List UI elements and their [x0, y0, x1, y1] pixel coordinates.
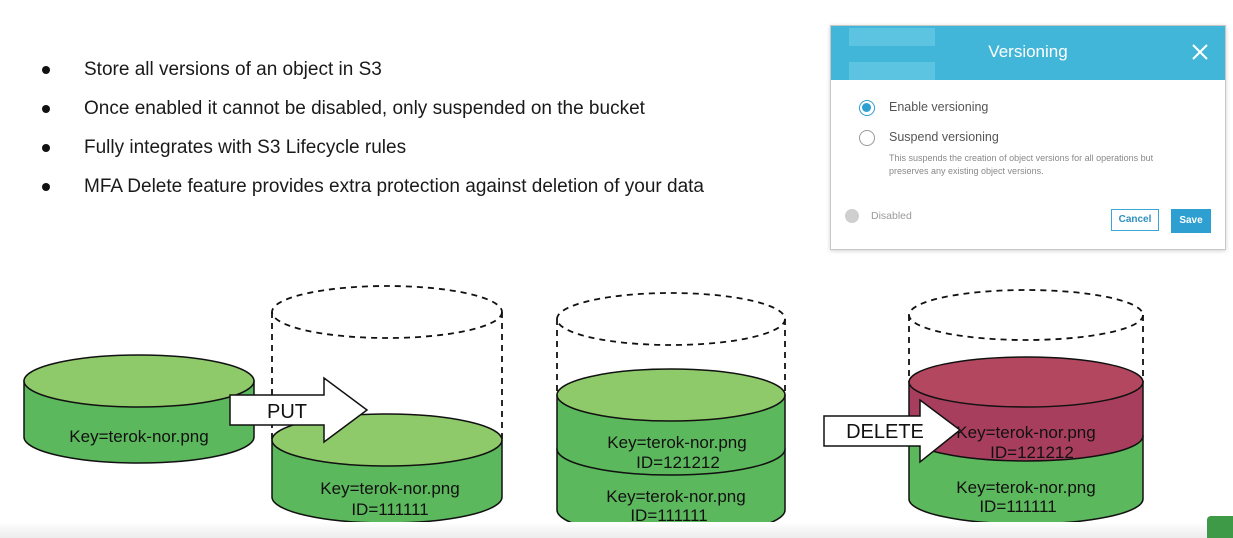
empty-bucket-outline: [556, 292, 786, 395]
object-key-label: Key=terok-nor.png: [956, 478, 1095, 497]
delete-label: DELETE: [846, 421, 924, 443]
cancel-button[interactable]: Cancel: [1111, 209, 1159, 231]
bullet-item: Store all versions of an object in S3: [38, 56, 704, 95]
bullet-dot: [42, 183, 50, 191]
bullet-text: Fully integrates with S3 Lifecycle rules: [84, 137, 407, 158]
put-result-cylinder: Key=terok-nor.png ID=111111: [271, 413, 503, 524]
dialog-title: Versioning: [988, 42, 1068, 61]
object-key-label: Key=terok-nor.png: [606, 487, 745, 506]
suspend-versioning-description: This suspends the creation of object ver…: [889, 153, 1154, 176]
object-id-label: ID=111111: [351, 500, 428, 519]
object-key-label: Key=terok-nor.png: [320, 479, 459, 498]
object-key-label: Key=terok-nor.png: [607, 433, 746, 452]
suspend-versioning-radio[interactable]: [859, 130, 875, 146]
status-indicator-icon: [845, 209, 859, 223]
put-arrow: PUT: [229, 376, 369, 444]
status-text: Disabled: [871, 210, 912, 222]
dialog-header: Versioning: [831, 26, 1225, 80]
bullet-item: Once enabled it cannot be disabled, only…: [38, 95, 704, 134]
object-id-label: ID=121212: [990, 443, 1074, 462]
bullet-dot: [42, 66, 50, 74]
original-object-cylinder: Key=terok-nor.png: [23, 354, 255, 464]
header-decoration: [849, 28, 935, 46]
enable-versioning-radio[interactable]: [859, 100, 875, 116]
versioning-dialog: Versioning Enable versioning Suspend ver…: [830, 25, 1226, 250]
bullet-dot: [42, 144, 50, 152]
object-id-label: ID=121212: [636, 453, 720, 472]
object-id-label: ID=111111: [630, 506, 707, 525]
delete-arrow: DELETE: [823, 398, 962, 464]
object-key-label: Key=terok-nor.png: [956, 423, 1095, 442]
empty-bucket-outline: [271, 285, 503, 440]
suspend-versioning-label: Suspend versioning: [889, 130, 999, 144]
bullet-text: Store all versions of an object in S3: [84, 59, 382, 80]
header-decoration: [849, 62, 935, 80]
bullet-dot: [42, 105, 50, 113]
footer-bar: [0, 522, 1233, 538]
object-key-label: Key=terok-nor.png: [69, 427, 208, 446]
bullet-text: Once enabled it cannot be disabled, only…: [84, 98, 645, 119]
put-label: PUT: [267, 401, 307, 423]
bullet-item: MFA Delete feature provides extra protec…: [38, 173, 704, 212]
stack-top-cylinder: Key=terok-nor.png ID=121212: [556, 368, 786, 476]
empty-bucket-outline: [908, 289, 1144, 382]
enable-versioning-label: Enable versioning: [889, 100, 989, 114]
close-icon[interactable]: [1189, 41, 1211, 63]
deleted-version-cylinder: Key=terok-nor.png ID=121212: [908, 356, 1144, 462]
bullet-item: Fully integrates with S3 Lifecycle rules: [38, 134, 704, 173]
feature-list: Store all versions of an object in S3 On…: [38, 56, 704, 212]
bullet-text: MFA Delete feature provides extra protec…: [84, 176, 704, 197]
object-id-label: ID=111111: [979, 497, 1056, 516]
logo-icon: [1207, 516, 1233, 538]
save-button[interactable]: Save: [1171, 209, 1211, 233]
